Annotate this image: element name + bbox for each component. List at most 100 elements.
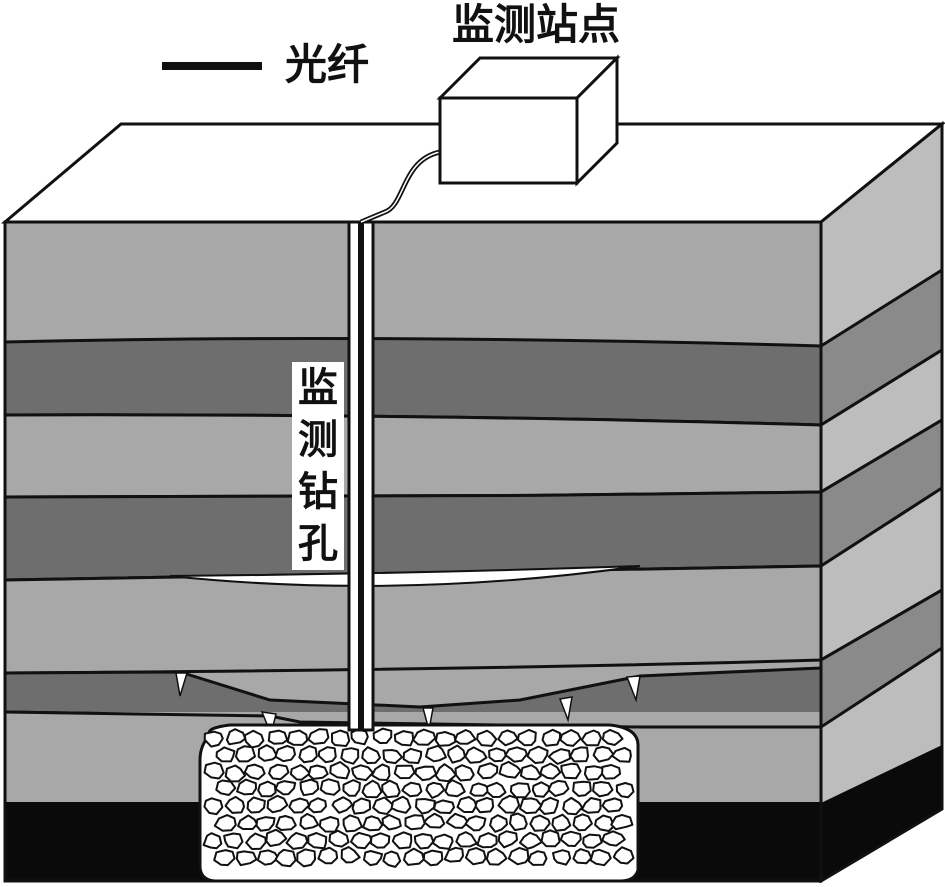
rubble-stone [307, 764, 329, 780]
rubble-stone [362, 815, 384, 832]
rubble-stone [342, 814, 363, 833]
rubble-stone [615, 782, 635, 799]
rubble-stone [509, 812, 528, 832]
rubble-stone [580, 729, 602, 747]
rubble-stone [274, 848, 297, 868]
rubble-stone [509, 782, 531, 799]
rubble-stone [213, 849, 236, 867]
rubble-stone [474, 796, 495, 814]
rubble-stone [497, 729, 519, 747]
rubble-stone [402, 747, 423, 764]
rubble-stone [569, 746, 589, 763]
rubble-stone [601, 830, 626, 847]
rubble-stone [401, 781, 423, 798]
rubble-stone [415, 798, 436, 815]
rubble-stone [425, 744, 447, 763]
rubble-stone [203, 730, 224, 748]
rubble-stone [274, 744, 296, 763]
rubble-stone [504, 746, 528, 763]
rubble-stone [560, 762, 582, 780]
rubble-stone [469, 782, 491, 797]
rubble-stone [443, 846, 464, 863]
rubble-stone [256, 849, 280, 866]
borehole-label-char-1: 监 [298, 365, 338, 411]
rubble-stone [488, 747, 507, 763]
rubble-stone [562, 796, 584, 816]
rubble-stone [592, 781, 614, 798]
rubble-stone [507, 846, 530, 866]
rubble-stone [594, 814, 615, 832]
rubble-stone [317, 746, 337, 764]
rubble-stone [236, 778, 257, 796]
rubble-stone [296, 848, 317, 868]
rubble-stone [476, 762, 499, 780]
rubble-stone [213, 814, 237, 832]
rubble-stone [526, 745, 549, 764]
rubble-stone [393, 730, 415, 747]
rubble-stone [381, 779, 401, 799]
rubble-stone [342, 779, 361, 797]
rubble-stone [307, 797, 327, 814]
rubble-stone [497, 794, 521, 814]
rubble-stone [404, 814, 426, 831]
rubble-stone [464, 746, 488, 764]
rubble-stone [299, 812, 320, 830]
rubble-stone [531, 781, 551, 798]
rubble-stone [581, 797, 602, 814]
rubble-stone [519, 764, 542, 781]
rubble-stone [572, 813, 593, 832]
rubble-stone [372, 796, 395, 815]
rubble-stone [476, 832, 498, 849]
borehole-label-char-2: 测 [298, 417, 338, 463]
rubble-stone [485, 847, 508, 866]
rubble-stone [265, 828, 288, 847]
monitoring-station-label: 监测站点 [452, 0, 621, 49]
rubble-stone [547, 779, 570, 797]
rubble-stone [267, 729, 289, 745]
rubble-stone [476, 729, 498, 747]
borehole-label-char-4: 孔 [298, 521, 338, 567]
rubble-stone [516, 728, 537, 747]
rubble-stone [243, 763, 266, 781]
rubble-stone [434, 731, 457, 747]
rubble-stone [288, 797, 310, 814]
rubble-stone [611, 746, 632, 763]
rubble-stone [289, 764, 311, 781]
stratum-dark-1 [5, 337, 821, 427]
rubble-stone [298, 745, 318, 764]
rubble-stone [215, 779, 237, 796]
rubble-stone [363, 850, 384, 867]
rubble-stone [455, 831, 478, 848]
rubble-stone [464, 847, 487, 866]
rubble-stone [307, 728, 330, 745]
rubble-stone [412, 728, 437, 746]
rubble-stone [351, 764, 374, 782]
rubble-stone [445, 812, 469, 829]
rubble-stone [361, 779, 383, 799]
rubble-stone [245, 832, 267, 850]
rubble-stone [551, 813, 572, 832]
rubble-stone [610, 813, 634, 831]
rubble-stone [331, 796, 354, 814]
rubble-stone [601, 728, 624, 746]
rubble-stone [529, 814, 551, 832]
rubble-stone [328, 829, 350, 848]
rubble-stone [215, 746, 236, 763]
rubble-stone [572, 848, 593, 865]
rubble-stone [235, 850, 258, 867]
rubble-stone [589, 848, 612, 867]
fiber-legend-line-icon [162, 62, 262, 70]
rubble-stone [234, 745, 256, 763]
rubble-stone [486, 781, 507, 798]
rubble-stone [601, 764, 622, 780]
rubble-stone [454, 764, 475, 782]
rubble-stone [464, 815, 487, 832]
rubble-stone [539, 762, 562, 780]
rubble-stone [255, 816, 276, 832]
rubble-stone [390, 795, 412, 814]
rubble-stone [414, 765, 438, 782]
rubble-stone [559, 830, 582, 847]
side-stratum-dark-3 [821, 587, 942, 730]
